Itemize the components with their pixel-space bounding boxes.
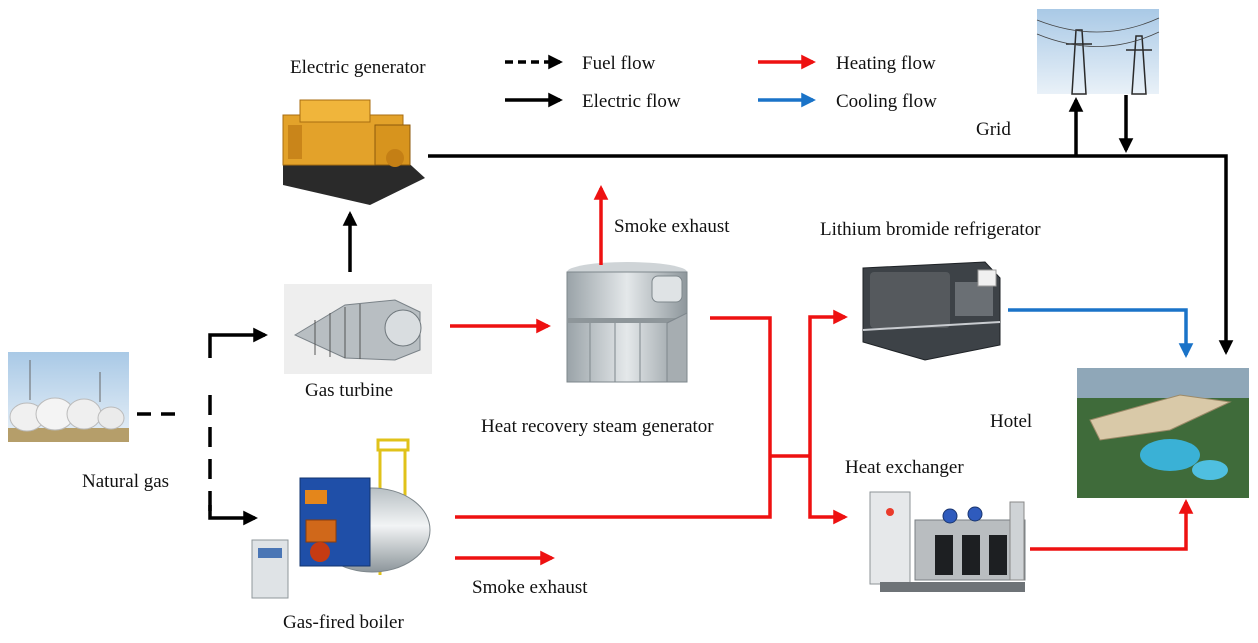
fuel-line-to-boiler (208, 505, 258, 526)
label-heat-exchanger: Heat exchanger (845, 457, 964, 478)
label-gas-fired-boiler: Gas-fired boiler (283, 612, 404, 633)
label-natural-gas: Natural gas (82, 471, 169, 492)
label-smoke-exhaust-bottom: Smoke exhaust (472, 577, 588, 598)
gas-turbine-image (284, 284, 432, 374)
legend: Fuel flow Electric flow Heating flow Coo… (505, 53, 937, 112)
electric-generator-image (282, 99, 425, 205)
label-grid: Grid (976, 119, 1011, 140)
label-smoke-exhaust-top: Smoke exhaust (614, 216, 730, 237)
hotel-image (1077, 368, 1249, 498)
label-gas-turbine: Gas turbine (305, 380, 393, 401)
electric-flows (342, 95, 1234, 355)
legend-fuel-label: Fuel flow (582, 53, 656, 74)
fuel-flows (137, 327, 268, 526)
label-hotel: Hotel (990, 411, 1032, 432)
heat-exchanger-to-hotel (1030, 499, 1194, 551)
natural-gas-image (8, 352, 129, 442)
label-lithium-bromide-refrigerator: Lithium bromide refrigerator (820, 219, 1041, 240)
label-electric-generator: Electric generator (290, 57, 426, 78)
legend-electric-label: Electric flow (582, 91, 681, 112)
labels: Electric generator Gas turbine Natural g… (82, 57, 1041, 633)
legend-cooling-label: Cooling flow (836, 91, 937, 112)
lithium-bromide-refrigerator-image (862, 261, 1001, 361)
cooling-flows (1008, 308, 1194, 358)
grid-image (1036, 9, 1160, 95)
hrsg-image (566, 262, 688, 383)
heat-to-refrigerator (808, 309, 848, 456)
fuel-line-to-turbine (208, 327, 268, 358)
heat-hrsg-and-boiler-line (455, 316, 772, 519)
electric-generator-to-hotel (428, 154, 1234, 355)
heating-flows (450, 185, 1194, 566)
legend-heating-label: Heating flow (836, 53, 936, 74)
label-hrsg: Heat recovery steam generator (481, 416, 714, 437)
cool-refrigerator-to-hotel (1008, 308, 1194, 358)
heat-to-exchanger (808, 456, 848, 525)
gas-fired-boiler-image (251, 438, 431, 599)
heat-exchanger-image (869, 491, 1026, 592)
